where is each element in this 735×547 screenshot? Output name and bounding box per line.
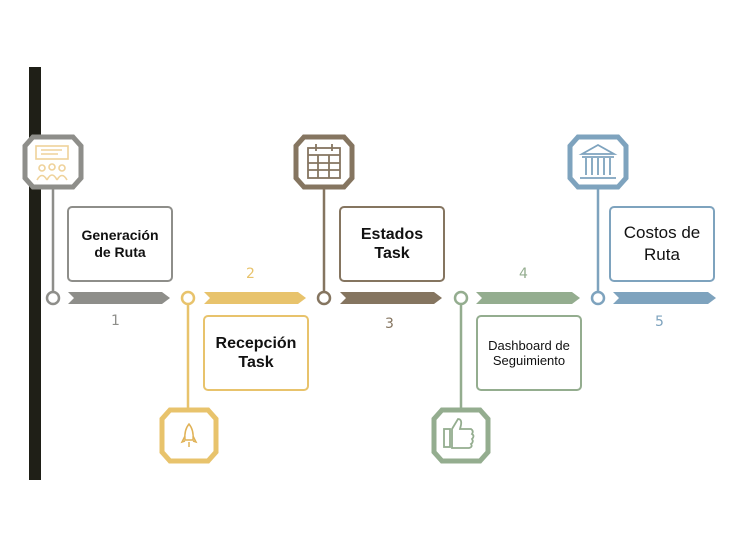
- step-4-label: Dashboard de Seguimiento: [488, 338, 570, 368]
- bank-building-icon: [578, 143, 618, 179]
- left-vertical-bar: [29, 67, 41, 480]
- step-5-label: Costos de Ruta: [623, 223, 701, 264]
- step-4-label-box: Dashboard de Seguimiento: [476, 315, 582, 391]
- step-2-label-box: Recepción Task: [203, 315, 309, 391]
- step-4-arrow: [476, 292, 580, 304]
- step-2-icon-badge: [159, 407, 219, 464]
- step-1-node: [45, 290, 61, 306]
- step-4-node: [453, 290, 469, 306]
- step-5-label-box: Costos de Ruta: [609, 206, 715, 282]
- step-2-number: 2: [246, 266, 255, 282]
- step-4-number: 4: [519, 266, 528, 282]
- step-2-arrow: [204, 292, 306, 304]
- step-3-node: [316, 290, 332, 306]
- step-3-group: [293, 134, 442, 306]
- step-1-number: 1: [111, 313, 120, 329]
- step-3-number: 3: [385, 316, 394, 332]
- step-2-node: [180, 290, 196, 306]
- step-5-node: [590, 290, 606, 306]
- thumbs-up-icon: [443, 418, 475, 449]
- calendar-icon: [307, 144, 341, 179]
- step-3-arrow: [340, 292, 442, 304]
- step-2-group: [159, 290, 306, 464]
- step-1-label: Generación de Ruta: [81, 227, 159, 260]
- rocket-icon: [180, 422, 198, 447]
- presentation-audience-icon: [35, 145, 69, 181]
- step-3-label-box: Estados Task: [339, 206, 445, 282]
- step-1-icon-badge: [22, 134, 84, 190]
- step-5-arrow: [613, 292, 716, 304]
- step-1-group: [22, 134, 170, 306]
- step-3-icon-badge: [293, 134, 355, 190]
- step-4-group: [431, 290, 580, 464]
- step-3-label: Estados Task: [360, 226, 424, 262]
- step-1-arrow: [68, 292, 170, 304]
- step-1-label-box: Generación de Ruta: [67, 206, 173, 282]
- step-4-icon-badge: [431, 407, 491, 464]
- step-2-label: Recepción Task: [215, 335, 297, 371]
- step-5-group: [567, 134, 716, 306]
- step-5-number: 5: [655, 314, 664, 330]
